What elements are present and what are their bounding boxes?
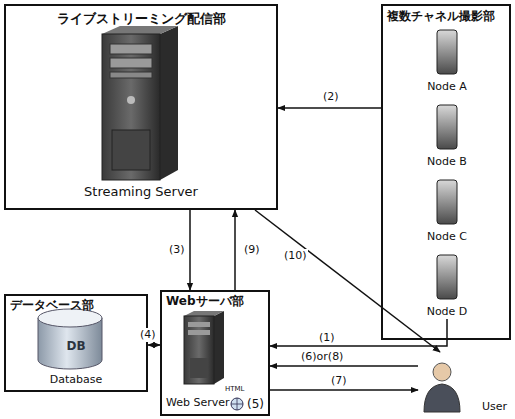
drive-bay (110, 58, 152, 68)
icon-caption: HTML (224, 385, 245, 394)
connector-arrow (278, 107, 381, 109)
power-button (127, 96, 135, 104)
edge-label: (6)or(8) (300, 350, 344, 364)
connector-arrow (234, 210, 236, 290)
phone-icon (437, 30, 457, 74)
node-label: Node A (417, 81, 477, 94)
edge-label: (7) (330, 374, 348, 388)
camera-node: Node C (417, 178, 477, 244)
section-heading: ライブストリーミング配信部 (6, 12, 276, 27)
edge-label: (2) (322, 90, 340, 104)
node-label: Database (6, 374, 146, 387)
section-box: Node A Node B Node C Node D 複数チャネル撮影部 (381, 4, 511, 340)
phone-icon (437, 180, 457, 224)
tower-top (102, 26, 178, 34)
browser-icon (231, 398, 243, 410)
tower-side (214, 311, 224, 384)
drive-bay (110, 44, 152, 54)
edge-label: (10) (283, 249, 308, 263)
node-label: Node B (417, 156, 477, 169)
server-tower (184, 311, 224, 384)
node-label: Node C (417, 231, 477, 244)
server-tower (102, 26, 178, 180)
database-cylinder (38, 309, 102, 369)
vent-panel (112, 130, 150, 170)
phone-icon (437, 255, 457, 299)
section-heading: データベース部 (10, 299, 94, 313)
node-label: DB (6, 340, 146, 354)
tower-side (160, 26, 178, 180)
section-box: ライブストリーミング配信部 Streaming Server (4, 4, 278, 210)
edge-label: (3) (168, 243, 186, 257)
connector-arrow (270, 389, 418, 391)
connector-arrow (270, 365, 418, 367)
connector-arrow (270, 319, 447, 346)
node-label: Node D (417, 306, 477, 319)
connector-arrow (255, 210, 440, 352)
connector-arrow (189, 210, 191, 290)
node-label: Web Server (166, 397, 230, 410)
section-box: データベース部 DB Database (4, 294, 148, 392)
camera-node: Node D (417, 253, 477, 319)
user-head (433, 363, 451, 381)
section-heading: Webサーバ部 (166, 295, 244, 309)
user-icon (424, 363, 460, 412)
user-node: User (418, 352, 510, 416)
tower-front (102, 34, 160, 180)
node-label: Streaming Server (6, 185, 276, 200)
tower-front (184, 316, 214, 384)
drive-bay (110, 72, 152, 78)
camera-node: Node B (417, 103, 477, 169)
vent-panel (190, 358, 208, 378)
edge-label: (1) (318, 331, 336, 345)
phone-icon (437, 105, 457, 149)
edge-label: (9) (243, 243, 261, 257)
node-label: User (482, 401, 507, 414)
connector-arrow (148, 344, 160, 346)
callout-number: (5) (246, 397, 265, 411)
camera-node: Node A (417, 28, 477, 94)
tower-top (184, 311, 224, 316)
user-body (424, 384, 460, 412)
drive-bay (188, 322, 210, 327)
browser-icon (231, 398, 243, 410)
drive-bay (188, 330, 210, 335)
section-heading: 複数チャネル撮影部 (387, 10, 495, 24)
edge-label: (4) (139, 328, 157, 342)
